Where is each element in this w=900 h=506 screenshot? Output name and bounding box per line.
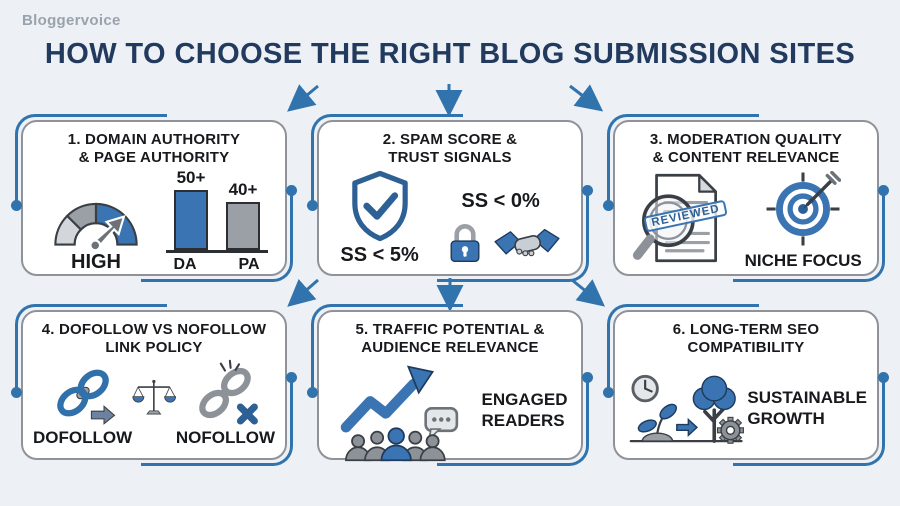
spark-lines — [220, 360, 241, 373]
lock-icon — [450, 224, 480, 263]
target-dart-icon — [766, 170, 842, 246]
audience-people — [344, 427, 446, 462]
dofollow-chain-icon — [56, 369, 115, 426]
bar-da — [174, 190, 208, 251]
shield-check-icon — [351, 171, 408, 242]
bar-pa — [226, 202, 260, 251]
trust-score-label: SS < 0% — [461, 190, 540, 213]
card-title-line1: 2. SPAM SCORE & — [382, 131, 518, 148]
seedling-icon — [637, 404, 677, 443]
engaged-readers-label: ENGAGED READERS — [482, 389, 568, 432]
card-title-line2: AUDIENCE RELEVANCE — [361, 338, 539, 356]
card-domain-authority: 1. DOMAIN AUTHORITY & PAGE AUTHORITY HIG… — [11, 114, 297, 282]
bar-value-da: 50+ — [176, 168, 206, 188]
dofollow-label: DOFOLLOW — [33, 428, 133, 448]
card-title: 4. DOFOLLOW VS NOFOLLOW LINK POLICY — [23, 321, 285, 356]
card-title-line2: TRUST SIGNALS — [388, 148, 512, 166]
sustainable-growth-line2: GROWTH — [747, 409, 825, 429]
brand-logo: Bloggervoice — [22, 12, 121, 29]
gauge-icon — [54, 203, 138, 252]
x-mark — [237, 403, 259, 425]
tree-icon — [692, 375, 736, 444]
engaged-readers-line1: ENGAGED — [481, 390, 568, 410]
growth-audience-icon — [340, 365, 458, 462]
card-title-line1: 5. TRAFFIC POTENTIAL & — [355, 321, 545, 338]
card-title: 5. TRAFFIC POTENTIAL & AUDIENCE RELEVANC… — [319, 321, 581, 356]
card-title: 6. LONG-TERM SEO COMPATIBILITY — [615, 321, 877, 356]
card-title-line1: 1. DOMAIN AUTHORITY — [67, 131, 241, 148]
card-title-line2: & PAGE AUTHORITY — [78, 148, 230, 166]
nofollow-label: NOFOLLOW — [175, 428, 275, 448]
card-title-line1: 3. MODERATION QUALITY — [649, 131, 843, 148]
card-longterm-seo: 6. LONG-TERM SEO COMPATIBILITY — [603, 304, 889, 466]
bar-value-pa: 40+ — [228, 180, 258, 200]
card-moderation-quality: 3. MODERATION QUALITY & CONTENT RELEVANC… — [603, 114, 889, 282]
card-title-line2: & CONTENT RELEVANCE — [652, 148, 840, 166]
card-title: 3. MODERATION QUALITY & CONTENT RELEVANC… — [615, 131, 877, 166]
arrow-right-icon — [676, 418, 699, 438]
niche-focus-label: NICHE FOCUS — [744, 250, 862, 270]
gear-icon — [716, 417, 744, 445]
card-title: 1. DOMAIN AUTHORITY & PAGE AUTHORITY — [23, 131, 285, 166]
card-title-line1: 6. LONG-TERM SEO — [672, 321, 820, 338]
balance-scale-icon — [132, 380, 176, 415]
bar-label-da: DA — [173, 256, 197, 274]
card-title-line2: LINK POLICY — [105, 338, 203, 356]
engaged-readers-line2: READERS — [481, 411, 565, 431]
reviewed-document-icon: REVIEWED — [630, 168, 734, 273]
card-title-line1: 4. DOFOLLOW VS NOFOLLOW — [41, 321, 267, 338]
page-title: HOW TO CHOOSE THE RIGHT BLOG SUBMISSION … — [44, 38, 856, 70]
sustainable-growth-label: SUSTAINABLE GROWTH — [747, 387, 867, 430]
da-pa-bar-chart: 50+ 40+ — [166, 168, 268, 254]
card-title: 2. SPAM SCORE & TRUST SIGNALS — [319, 131, 581, 166]
bar-label-pa: PA — [238, 256, 260, 274]
sustainable-growth-line1: SUSTAINABLE — [747, 388, 867, 408]
spam-score-label: SS < 5% — [340, 244, 419, 267]
card-link-policy: 4. DOFOLLOW VS NOFOLLOW LINK POLICY DOFO… — [11, 304, 297, 466]
sustainable-growth-icon — [629, 375, 744, 445]
card-spam-score: 2. SPAM SCORE & TRUST SIGNALS SS < 5% SS… — [307, 114, 593, 282]
nofollow-broken-chain-icon — [199, 360, 259, 425]
handshake-icon — [493, 229, 560, 257]
card-traffic-potential: 5. TRAFFIC POTENTIAL & AUDIENCE RELEVANC… — [307, 304, 593, 466]
gauge-label: HIGH — [71, 251, 121, 274]
card-title-line2: COMPATIBILITY — [687, 338, 805, 356]
